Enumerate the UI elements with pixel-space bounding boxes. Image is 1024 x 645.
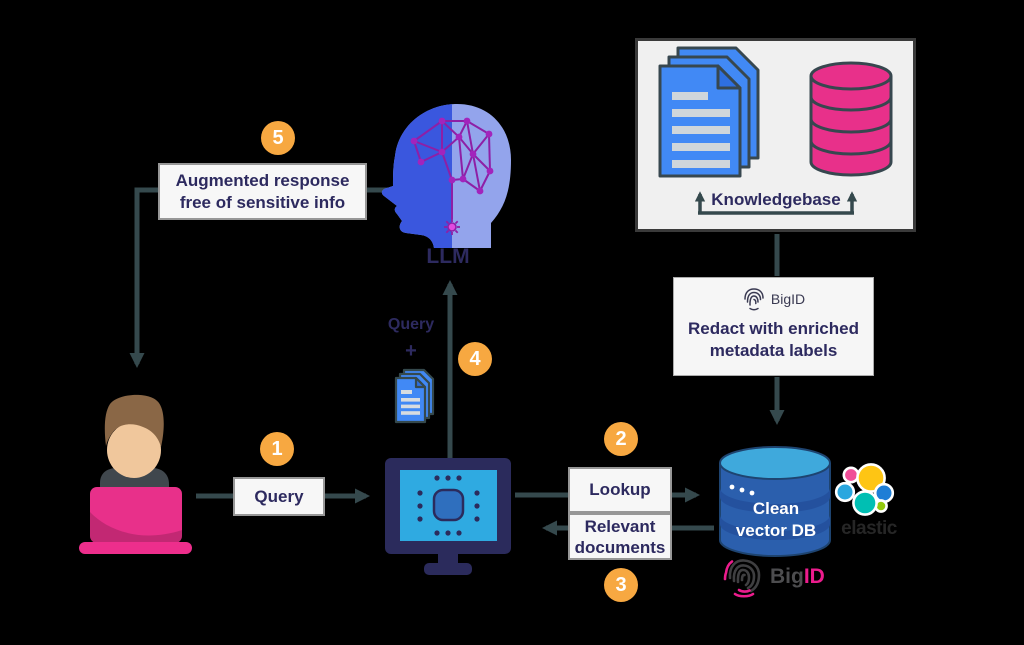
augmented-line1: Augmented response xyxy=(175,170,350,190)
db-dots xyxy=(729,484,755,496)
llm-head-icon xyxy=(381,103,511,248)
bigid-word-big: Big xyxy=(770,565,804,588)
neural-network xyxy=(413,120,491,219)
augmented-response-box: Augmented response free of sensitive inf… xyxy=(158,163,367,220)
query-label: Query xyxy=(254,486,304,506)
relevant-documents-box: Relevant documents xyxy=(568,513,672,560)
step-badge-4: 4 xyxy=(458,342,492,376)
llm-label: LLM xyxy=(426,245,470,268)
network-nodes xyxy=(410,117,494,195)
bigid-brand-text: BigID xyxy=(770,291,806,307)
step-badge-3: 3 xyxy=(604,568,638,602)
augmented-line2: free of sensitive info xyxy=(179,192,346,212)
elastic-logo-icon xyxy=(834,463,895,516)
documents-stack-icon xyxy=(658,46,760,178)
relevant-line2: documents xyxy=(574,537,666,557)
elastic-wordmark: elastic xyxy=(841,518,897,539)
knowledgebase-label: Knowledgebase xyxy=(711,190,841,209)
redact-line2: metadata labels xyxy=(709,341,838,360)
lookup-box: Lookup xyxy=(568,467,672,513)
clean-db-line1: Clean xyxy=(752,499,800,518)
redact-line1: Redact with enriched xyxy=(688,319,859,338)
clean-vector-db-icon xyxy=(719,446,831,557)
chip-dots xyxy=(417,475,480,536)
relevant-line1: Relevant xyxy=(584,516,656,536)
bigid-word-id: ID xyxy=(803,565,825,588)
knowledge-database-icon xyxy=(809,61,893,177)
monitor-icon xyxy=(385,458,511,575)
query-plus-sign: + xyxy=(405,340,417,362)
query-plus-query-label: Query xyxy=(387,316,435,333)
lookup-label: Lookup xyxy=(589,480,651,499)
bigid-fingerprint-icon xyxy=(723,559,761,598)
redact-box: BigID Redact with enriched metadata labe… xyxy=(673,277,874,376)
step-badge-1: 1 xyxy=(260,432,294,466)
step-badge-2: 2 xyxy=(604,422,638,456)
step-badge-5: 5 xyxy=(261,121,295,155)
bigid-fingerprint-small-icon xyxy=(744,288,764,311)
query-document-icon xyxy=(394,368,435,424)
bigid-wordmark: BigID xyxy=(770,565,825,589)
synapse-starburst-icon xyxy=(444,219,460,235)
clean-vector-db-label: Clean vector DB xyxy=(722,498,830,542)
chip-icon xyxy=(432,488,465,522)
user-at-laptop-icon xyxy=(79,394,192,554)
clean-db-line2: vector DB xyxy=(735,521,817,540)
bigid-logo-small: BigID xyxy=(742,286,805,312)
knowledgebase-bracket-arrows xyxy=(694,191,858,215)
query-box: Query xyxy=(233,477,325,516)
